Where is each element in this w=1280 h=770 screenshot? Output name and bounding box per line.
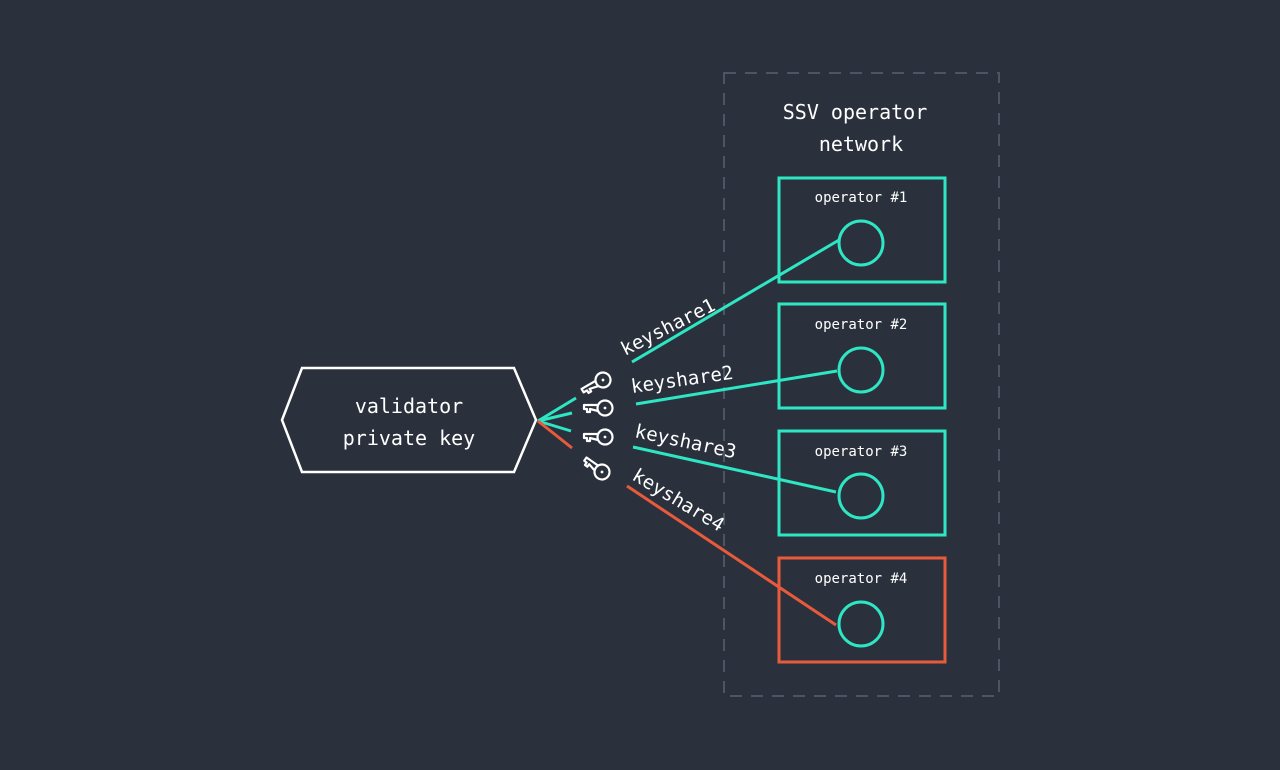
operator-node-3	[837, 472, 885, 520]
keyshare-label-1: keyshare1	[617, 294, 719, 360]
operator-box-3: operator #3	[777, 429, 947, 537]
fan-stub-2	[537, 411, 573, 423]
keyshare-line-3	[632, 445, 837, 494]
keyshare-label-4: keyshare4	[628, 464, 728, 536]
validator-label-line2: private key	[343, 426, 475, 450]
fan-stub-4	[537, 419, 573, 450]
operator-box-1: operator #1	[777, 176, 947, 284]
operator-label-3: operator #3	[815, 444, 908, 460]
network-title-line2: network	[819, 132, 903, 156]
operator-box-4: operator #4	[777, 556, 947, 664]
keyshare-line-1	[631, 238, 840, 364]
operator-node-2	[837, 346, 885, 394]
keyshare-label-2: keyshare2	[630, 362, 735, 398]
operator-node-4	[837, 600, 885, 648]
key-icon	[582, 399, 614, 417]
operator-box-2: operator #2	[777, 302, 947, 410]
operator-label-4: operator #4	[815, 571, 908, 587]
operator-label-2: operator #2	[815, 317, 908, 333]
network-title-line1: SSV operator	[783, 100, 928, 124]
keyshare-line-4	[626, 484, 837, 627]
key-icon	[580, 371, 612, 395]
operator-label-1: operator #1	[815, 190, 908, 206]
fan-stub-3	[537, 419, 572, 433]
keyshare-label-3: keyshare3	[633, 420, 738, 463]
operator-node-1	[837, 219, 885, 267]
key-icon	[582, 428, 614, 446]
validator-label-line1: validator	[355, 394, 463, 418]
fan-stub-1	[537, 396, 577, 423]
validator-hexagon	[280, 366, 538, 474]
network-container	[723, 72, 1000, 697]
key-icon	[583, 456, 611, 481]
keyshare-line-2	[635, 369, 838, 406]
